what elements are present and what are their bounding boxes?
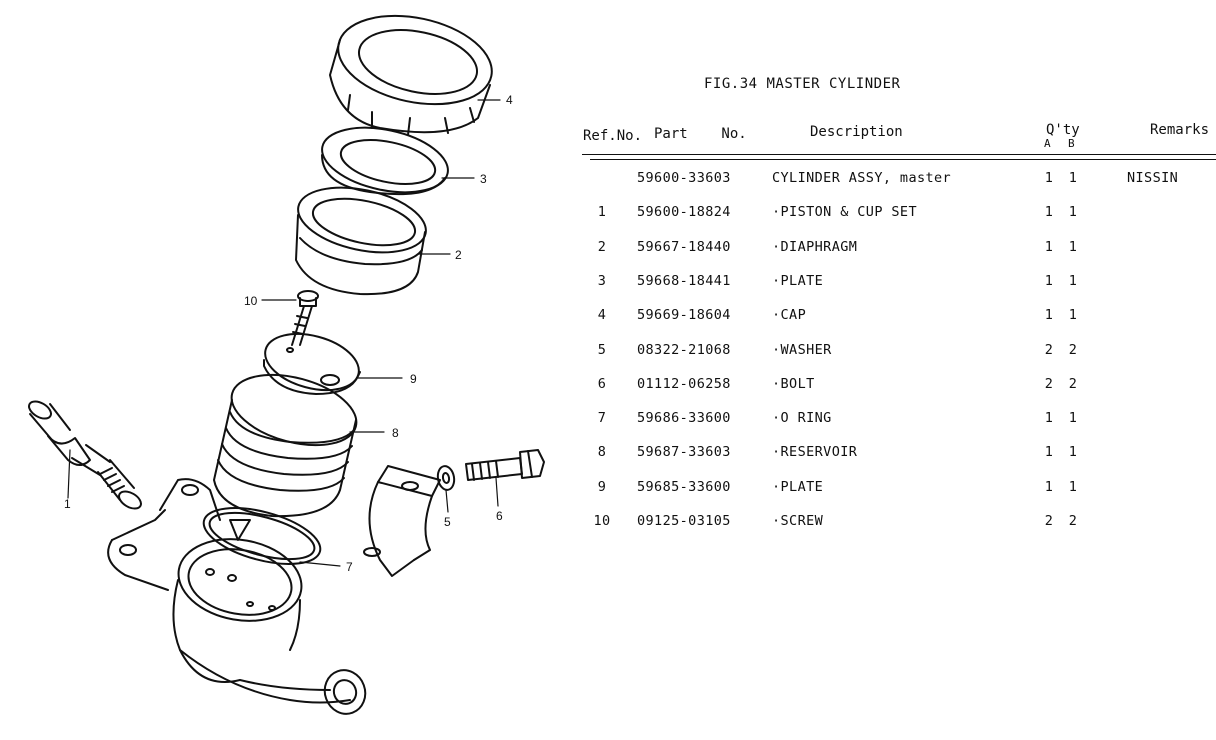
ref-no-cell: 2 bbox=[597, 238, 607, 255]
qty-a-cell: 2 bbox=[1044, 341, 1054, 358]
description-cell: ·CAP bbox=[772, 307, 807, 324]
header-ref-no: Ref.No. bbox=[583, 128, 643, 144]
callout-1: 1 bbox=[64, 497, 71, 511]
callout-4: 4 bbox=[506, 93, 513, 107]
part-no-cell: 59667-18440 bbox=[637, 238, 731, 255]
description-cell: ·WASHER bbox=[772, 341, 832, 358]
callout-10: 10 bbox=[244, 294, 258, 308]
part-no-cell: 01112-06258 bbox=[637, 375, 731, 392]
ref-no-cell: 3 bbox=[597, 272, 607, 289]
qty-b-cell: 1 bbox=[1068, 238, 1078, 255]
header-qty-a: A bbox=[1044, 137, 1051, 150]
description-cell: ·PLATE bbox=[772, 272, 824, 289]
qty-b-cell: 1 bbox=[1068, 444, 1078, 461]
part-no-cell: 59600-33603 bbox=[637, 170, 731, 186]
header-qty-b: B bbox=[1068, 137, 1075, 150]
remarks-cell: NISSIN bbox=[1127, 170, 1179, 186]
description-cell: ·PLATE bbox=[772, 478, 824, 495]
qty-a-cell: 1 bbox=[1044, 204, 1054, 221]
part-cap-4 bbox=[329, 14, 493, 136]
part-no-cell: 59600-18824 bbox=[637, 204, 731, 221]
qty-a-cell: 1 bbox=[1044, 307, 1054, 324]
callout-3: 3 bbox=[480, 172, 487, 186]
callout-7: 7 bbox=[346, 560, 353, 574]
part-no-cell: 59668-18441 bbox=[637, 272, 731, 289]
qty-b-cell: 2 bbox=[1068, 375, 1078, 392]
header-remarks: Remarks bbox=[1150, 122, 1210, 138]
qty-a-cell: 1 bbox=[1044, 410, 1054, 427]
part-cylinder-body bbox=[107, 478, 367, 715]
part-no-cell: 08322-21068 bbox=[637, 341, 731, 358]
qty-b-cell: 1 bbox=[1068, 204, 1078, 221]
ref-no-cell: 10 bbox=[593, 513, 611, 529]
part-no-cell: 59669-18604 bbox=[637, 307, 731, 324]
qty-a-cell: 1 bbox=[1044, 238, 1054, 255]
callout-5: 5 bbox=[444, 515, 451, 529]
part-no-cell: 59687-33603 bbox=[637, 444, 731, 461]
part-bracket bbox=[363, 465, 441, 577]
description-cell: ·DIAPHRAGM bbox=[772, 238, 858, 255]
ref-no-cell: 5 bbox=[597, 341, 607, 358]
callout-2: 2 bbox=[455, 248, 462, 262]
ref-no-cell: 1 bbox=[597, 204, 607, 221]
callout-9: 9 bbox=[410, 372, 417, 386]
qty-a-cell: 2 bbox=[1044, 375, 1054, 392]
qty-b-cell: 1 bbox=[1068, 307, 1078, 324]
exploded-diagram: 4 3 2 10 9 8 7 6 5 1 bbox=[0, 0, 560, 736]
part-bolt-6 bbox=[465, 449, 545, 481]
part-no-cell: 59685-33600 bbox=[637, 478, 731, 495]
qty-a-cell: 1 bbox=[1044, 272, 1054, 289]
description-cell: ·PISTON & CUP SET bbox=[772, 204, 917, 221]
description-cell: ·O RING bbox=[772, 410, 832, 427]
description-cell: ·BOLT bbox=[772, 375, 815, 392]
qty-b-cell: 1 bbox=[1068, 170, 1078, 186]
callout-6: 6 bbox=[496, 509, 503, 523]
part-piston-cup-1 bbox=[28, 400, 142, 510]
qty-b-cell: 2 bbox=[1068, 341, 1078, 358]
qty-a-cell: 2 bbox=[1044, 513, 1054, 529]
ref-no-cell: 6 bbox=[597, 375, 607, 392]
qty-a-cell: 1 bbox=[1044, 444, 1054, 461]
part-washer-5 bbox=[436, 465, 456, 491]
callout-8: 8 bbox=[392, 426, 399, 440]
ref-no-cell: 7 bbox=[597, 410, 607, 427]
qty-b-cell: 2 bbox=[1068, 513, 1078, 529]
callout-labels: 4 3 2 10 9 8 7 6 5 1 bbox=[64, 93, 513, 574]
leader-lines bbox=[67, 99, 501, 567]
figure-title: FIG.34 MASTER CYLINDER bbox=[704, 76, 901, 92]
qty-b-cell: 1 bbox=[1068, 272, 1078, 289]
ref-no-cell: 9 bbox=[597, 478, 607, 495]
ref-no-cell: 8 bbox=[597, 444, 607, 461]
part-reservoir-8 bbox=[213, 373, 358, 518]
description-cell: ·RESERVOIR bbox=[772, 444, 858, 461]
description-cell: ·SCREW bbox=[772, 513, 824, 529]
part-diaphragm-2 bbox=[295, 186, 427, 296]
ref-no-cell: 4 bbox=[597, 307, 607, 324]
header-part-no: Part No. bbox=[654, 126, 747, 142]
qty-b-cell: 1 bbox=[1068, 478, 1078, 495]
header-description: Description bbox=[810, 124, 903, 140]
part-no-cell: 09125-03105 bbox=[637, 513, 731, 529]
qty-a-cell: 1 bbox=[1044, 478, 1054, 495]
diagram-svg: 4 3 2 10 9 8 7 6 5 1 bbox=[28, 14, 545, 715]
header-rule-bottom bbox=[590, 159, 1216, 160]
description-cell: CYLINDER ASSY, master bbox=[772, 170, 952, 186]
qty-b-cell: 1 bbox=[1068, 410, 1078, 427]
qty-a-cell: 1 bbox=[1044, 170, 1054, 186]
part-no-cell: 59686-33600 bbox=[637, 410, 731, 427]
header-qty: Q'ty bbox=[1046, 122, 1080, 138]
header-rule-top bbox=[582, 154, 1216, 155]
